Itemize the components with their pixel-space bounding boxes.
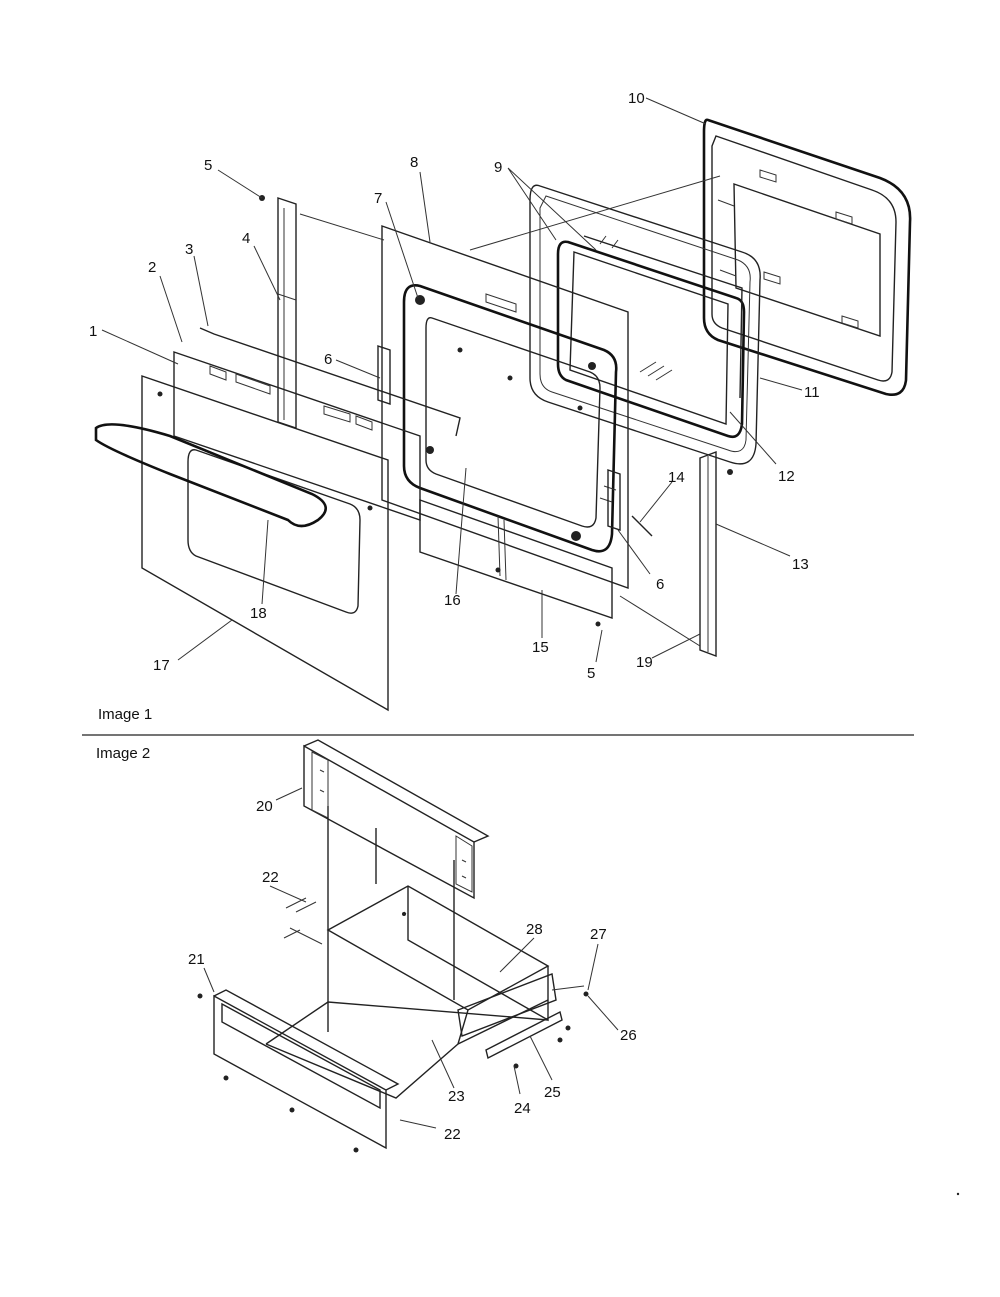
label-part-7: 7 (374, 190, 382, 207)
part-9-glass-pack (556, 235, 746, 439)
label-part-27: 27 (590, 926, 607, 943)
label-part-14: 14 (668, 469, 685, 486)
label-part-15: 15 (532, 639, 549, 656)
part-13-side-channel (699, 450, 733, 658)
label-part-1: 1 (89, 323, 97, 340)
part-8-inner-door-panel (381, 225, 629, 589)
label-part-16: 16 (444, 592, 461, 609)
label-part-21: 21 (188, 951, 205, 968)
label-part-20: 20 (256, 798, 273, 815)
image-1-caption: Image 1 (98, 706, 152, 723)
part-6-hinge-brackets (377, 345, 621, 531)
leader-lines-image-2 (203, 787, 619, 1129)
label-part-9: 9 (494, 159, 502, 176)
part-15-bottom-trim (419, 499, 653, 627)
part-20-back-panel (303, 739, 490, 900)
part-labels-image-2: 20 21 22 22 23 24 25 26 27 28 (188, 798, 637, 1143)
label-part-19: 19 (636, 654, 653, 671)
part-11-gasket (529, 184, 761, 465)
label-part-23: 23 (448, 1088, 465, 1105)
label-part-25: 25 (544, 1084, 561, 1101)
label-part-8: 8 (410, 154, 418, 171)
part-labels-image-1: 1 2 3 4 5 6 7 8 9 10 11 12 13 14 15 16 1… (89, 90, 820, 682)
label-part-6-left: 6 (324, 351, 332, 368)
image-2-caption: Image 2 (96, 745, 150, 762)
part-17-outer-door (94, 375, 389, 712)
label-part-3: 3 (185, 241, 193, 258)
label-part-11: 11 (804, 384, 820, 401)
label-part-2: 2 (148, 259, 156, 276)
part-4-side-channel (259, 195, 297, 429)
label-part-17: 17 (153, 657, 170, 674)
image-2-drawer-assembly: Image 2 (96, 739, 637, 1153)
label-part-28: 28 (526, 921, 543, 938)
label-part-5-top: 5 (204, 157, 212, 174)
label-part-12: 12 (778, 468, 795, 485)
leader-lines-image-1 (101, 97, 803, 663)
label-part-22-bottom: 22 (444, 1126, 461, 1143)
label-part-24: 24 (514, 1100, 531, 1117)
part-21-drawer-front (197, 989, 400, 1153)
label-part-13: 13 (792, 556, 809, 573)
label-part-18: 18 (250, 605, 267, 622)
image-1-door-assembly: 1 2 3 4 5 6 7 8 9 10 11 12 13 14 15 16 1… (89, 90, 912, 723)
part-10-rear-frame (702, 118, 912, 396)
label-part-10: 10 (628, 90, 645, 107)
part-26-screw (551, 985, 589, 997)
label-part-6-right: 6 (656, 576, 664, 593)
part-22-hardware (283, 897, 323, 945)
label-part-5-bottom: 5 (587, 665, 595, 682)
label-part-4: 4 (242, 230, 250, 247)
part-25-drawer-slides (457, 973, 571, 1069)
label-part-26: 26 (620, 1027, 637, 1044)
label-part-22-top: 22 (262, 869, 279, 886)
part-23-drawer-box (265, 806, 550, 1099)
